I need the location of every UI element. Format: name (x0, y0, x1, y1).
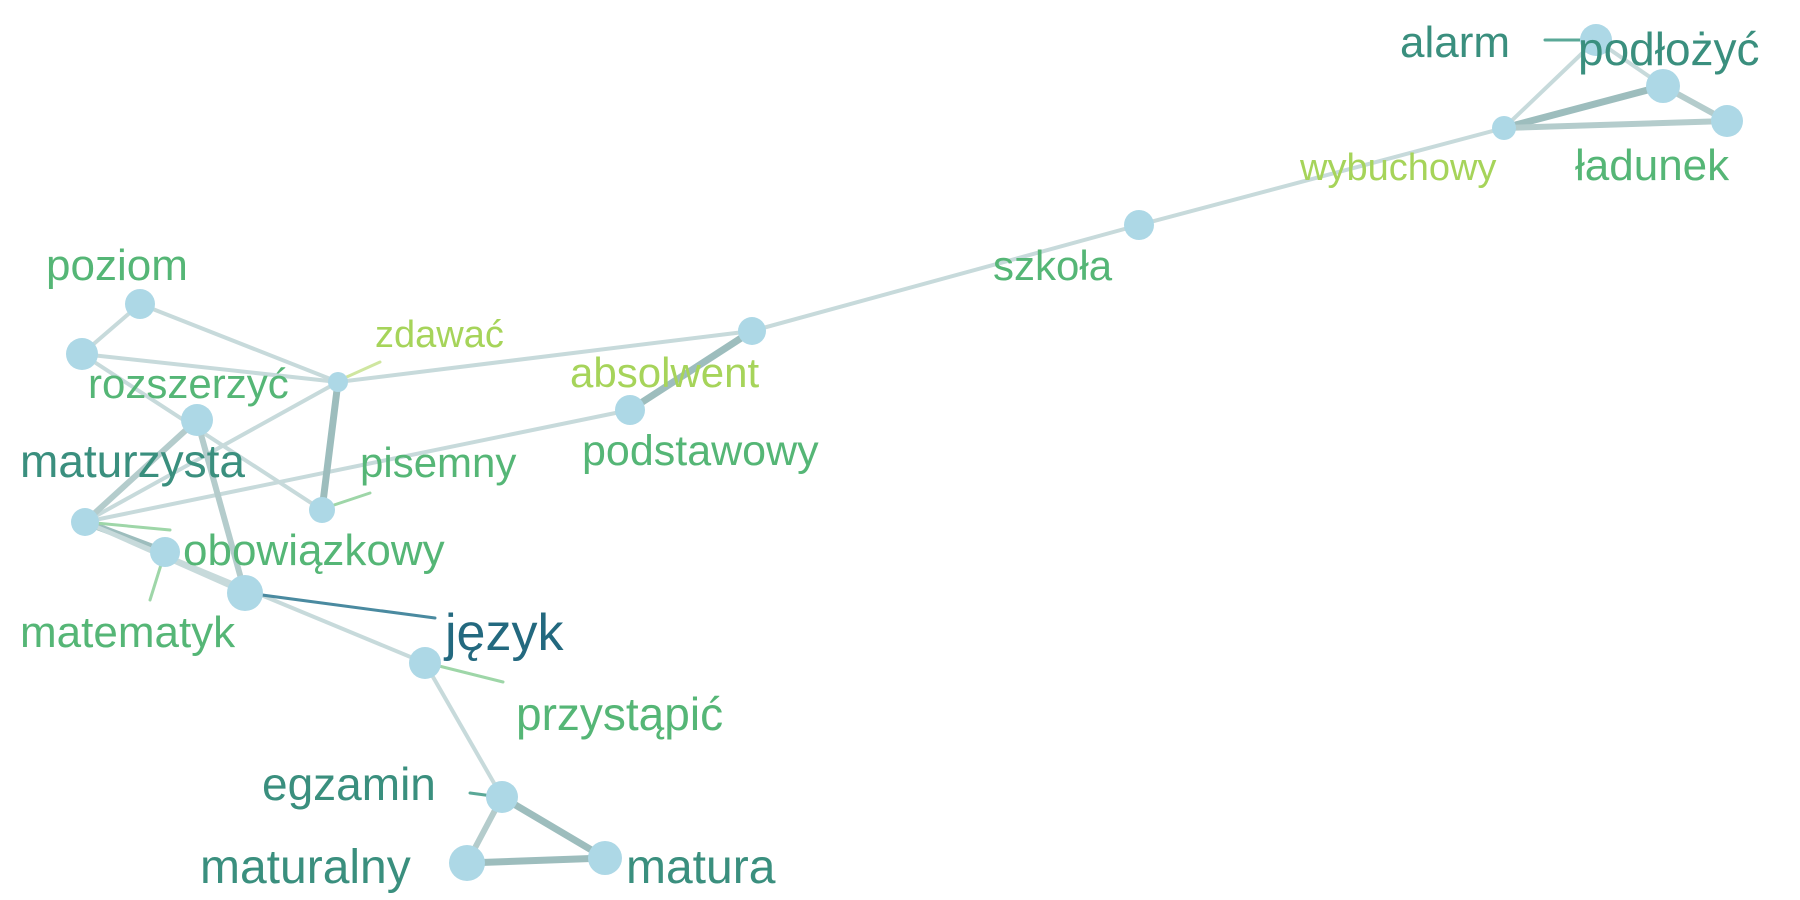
edge-rozszerzyc-zdawac (80, 352, 340, 384)
node-pisemny (309, 497, 335, 523)
node-egzamin (486, 781, 518, 813)
node-absolwent (738, 317, 766, 345)
leader-zdawac (338, 360, 382, 382)
node-rozszerzyc (66, 338, 98, 370)
label-rozszerzyc: rozszerzyć (88, 360, 289, 407)
edge-wybuchowy-ladunek (1501, 118, 1730, 131)
label-poziom: poziom (46, 241, 188, 290)
edge-pisemny-zdawac (318, 378, 342, 514)
label-maturalny: maturalny (200, 841, 411, 894)
label-absolwent: absolwent (570, 349, 759, 396)
node-podstawowy (615, 395, 645, 425)
edge-alarm-wybuchowy (1502, 38, 1598, 130)
label-zdawac: zdawać (375, 314, 504, 356)
node-poziom (125, 289, 155, 319)
node-szkola (1124, 210, 1154, 240)
label-podstawowy: podstawowy (582, 427, 819, 475)
node-maturalny (449, 845, 485, 881)
label-szkola: szkoła (993, 242, 1113, 289)
label-leaders-layer (83, 38, 1598, 799)
node-obowiazkowy (71, 508, 99, 536)
node-podlozyc (1646, 69, 1680, 103)
edge-zdawac-obowiazkowy (83, 380, 340, 524)
label-pisemny: pisemny (360, 439, 516, 486)
edge-podstawowy-obowiazkowy (83, 408, 632, 524)
edge-maturalny-matura (463, 854, 609, 867)
leader-obowiazkowy (83, 520, 172, 532)
nodes-layer (66, 24, 1743, 881)
label-matematyk: matematyk (20, 608, 236, 657)
node-matura (588, 841, 622, 875)
node-ladunek (1711, 105, 1743, 137)
label-jezyk: język (443, 604, 564, 662)
node-przystapic (409, 647, 441, 679)
edge-egzamin-matura (498, 793, 609, 862)
node-wybuchowy (1492, 116, 1516, 140)
node-jezyk (227, 575, 263, 611)
edge-przystapic-egzamin (423, 661, 504, 799)
label-podlozyc: podłożyć (1578, 23, 1760, 75)
edge-wybuchowy-podlozyc (1500, 82, 1667, 132)
label-egzamin: egzamin (262, 758, 436, 810)
edge-poziom-zdawac (138, 302, 340, 384)
edge-obowiazkowy-maturzysta (82, 417, 200, 525)
label-obowiazkowy: obowiązkowy (183, 526, 445, 575)
node-maturzysta (181, 404, 213, 436)
edge-szkola-absolwent (750, 223, 1141, 333)
edge-wybuchowy-szkola (1137, 126, 1506, 227)
label-ladunek: ładunek (1575, 141, 1730, 190)
label-alarm: alarm (1400, 18, 1510, 67)
edge-absolwent-podstawowy (626, 327, 756, 414)
label-przystapic: przystąpić (516, 688, 723, 740)
edge-absolwent-zdawac (336, 329, 754, 384)
label-wybuchowy: wybuchowy (1299, 147, 1496, 189)
label-matura: matura (626, 841, 776, 894)
leader-jezyk (245, 591, 437, 620)
labels-layer: alarm podłożyć ładunek wybuchowy szkoła absol… (20, 18, 1760, 894)
edge-maturzysta-jezyk (194, 417, 248, 596)
node-zdawac (328, 372, 348, 392)
node-alarm (1580, 24, 1612, 56)
label-maturzysta: maturzysta (20, 435, 245, 487)
node-matematyk (150, 537, 180, 567)
